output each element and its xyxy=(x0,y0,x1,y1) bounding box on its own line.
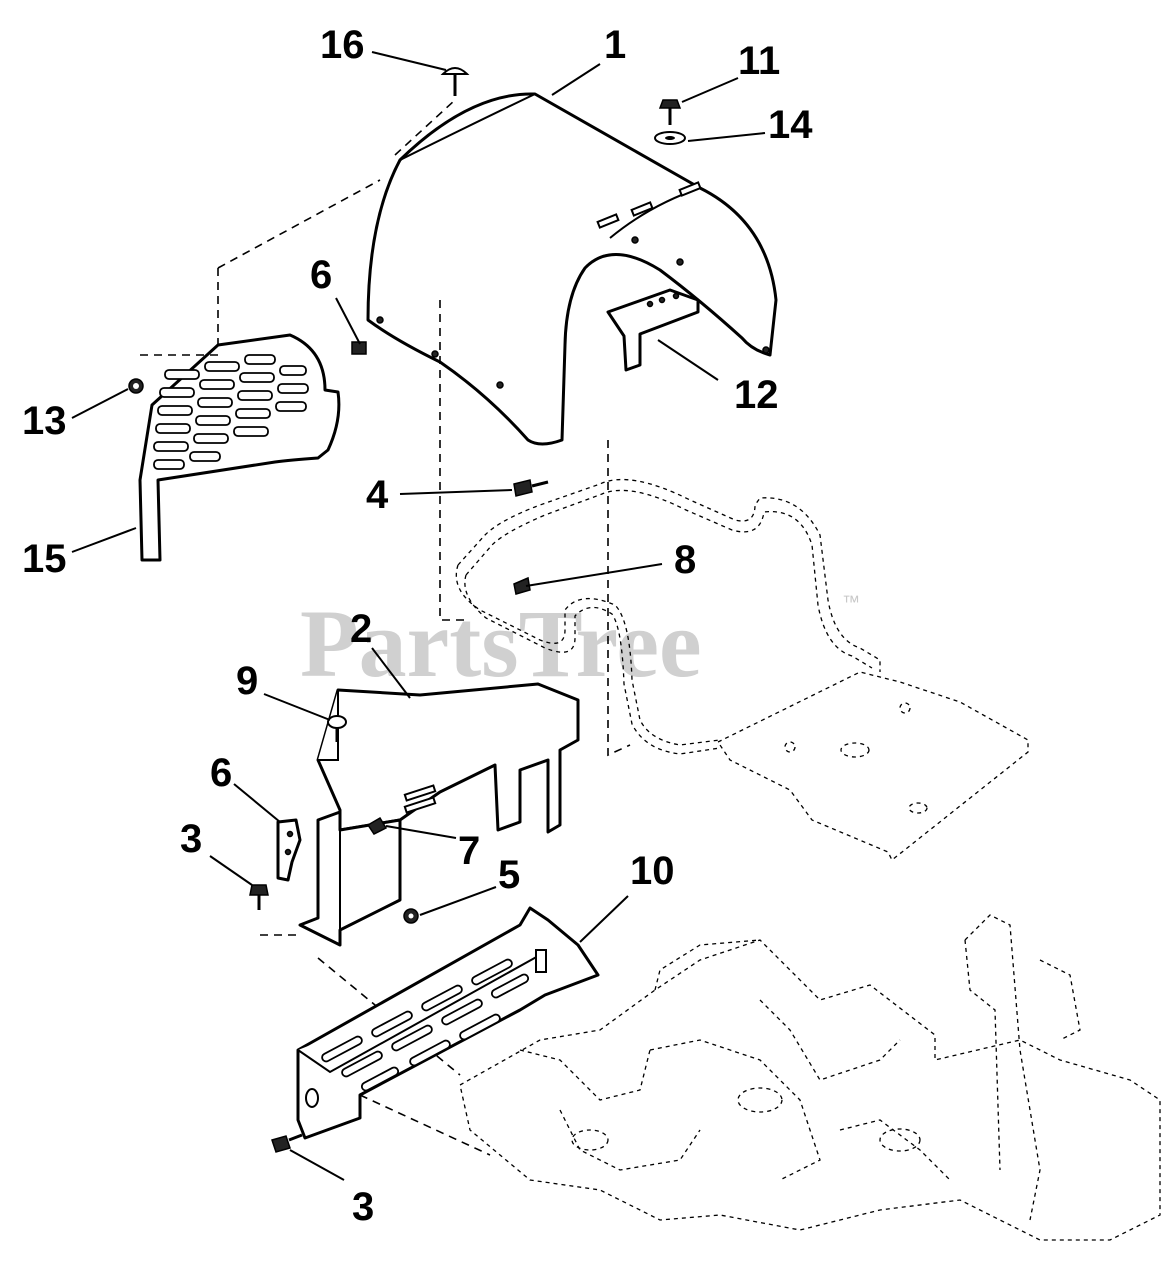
callout-6-lower: 6 xyxy=(210,751,232,795)
callout-8: 8 xyxy=(674,538,696,582)
lower-bracket xyxy=(298,810,402,947)
part-11-bolt xyxy=(658,99,682,125)
tractor-frame xyxy=(459,914,1161,1241)
callout-1: 1 xyxy=(604,23,626,67)
part-4-screw xyxy=(513,479,549,497)
watermark: PartsTree ™ xyxy=(300,590,860,697)
callout-2: 2 xyxy=(350,607,372,651)
part-1-hood xyxy=(366,92,778,446)
part-14-washer xyxy=(654,131,686,145)
part-6-clip-lower xyxy=(276,818,302,882)
watermark-text: PartsTree xyxy=(300,590,702,697)
part-16-bolt xyxy=(440,67,470,96)
part-9-pin xyxy=(327,715,347,742)
callout-labels: 16 1 11 14 6 12 13 4 15 8 2 9 6 7 3 5 10… xyxy=(22,23,813,1229)
part-3-bolt-upper xyxy=(249,884,269,910)
part-8-screw xyxy=(513,576,531,595)
part-13-nut xyxy=(128,378,144,394)
watermark-trademark: ™ xyxy=(842,592,860,612)
leader-lines xyxy=(71,51,766,1181)
callout-9: 9 xyxy=(236,659,258,703)
callout-3-lower: 3 xyxy=(352,1185,374,1229)
callout-12: 12 xyxy=(734,373,779,417)
part-7-screw xyxy=(366,816,388,835)
callout-13: 13 xyxy=(22,399,67,443)
callout-3-upper: 3 xyxy=(180,817,202,861)
footrest-plate xyxy=(717,671,1029,862)
callout-5: 5 xyxy=(498,853,520,897)
callout-7: 7 xyxy=(458,829,480,873)
callout-11: 11 xyxy=(738,39,780,83)
callout-16: 16 xyxy=(320,23,365,67)
frame-tube xyxy=(455,478,881,755)
callout-10: 10 xyxy=(630,849,675,893)
callout-4: 4 xyxy=(366,473,389,517)
part-15-grille xyxy=(138,333,341,562)
part-12-bracket xyxy=(606,288,700,372)
part-2-shield xyxy=(316,682,580,834)
part-5-nut xyxy=(403,908,419,924)
part-10-footboard xyxy=(296,906,600,1140)
callout-6-upper: 6 xyxy=(310,253,332,297)
callout-15: 15 xyxy=(22,537,67,581)
callout-14: 14 xyxy=(768,103,813,147)
part-3-bolt-lower xyxy=(271,1133,303,1153)
